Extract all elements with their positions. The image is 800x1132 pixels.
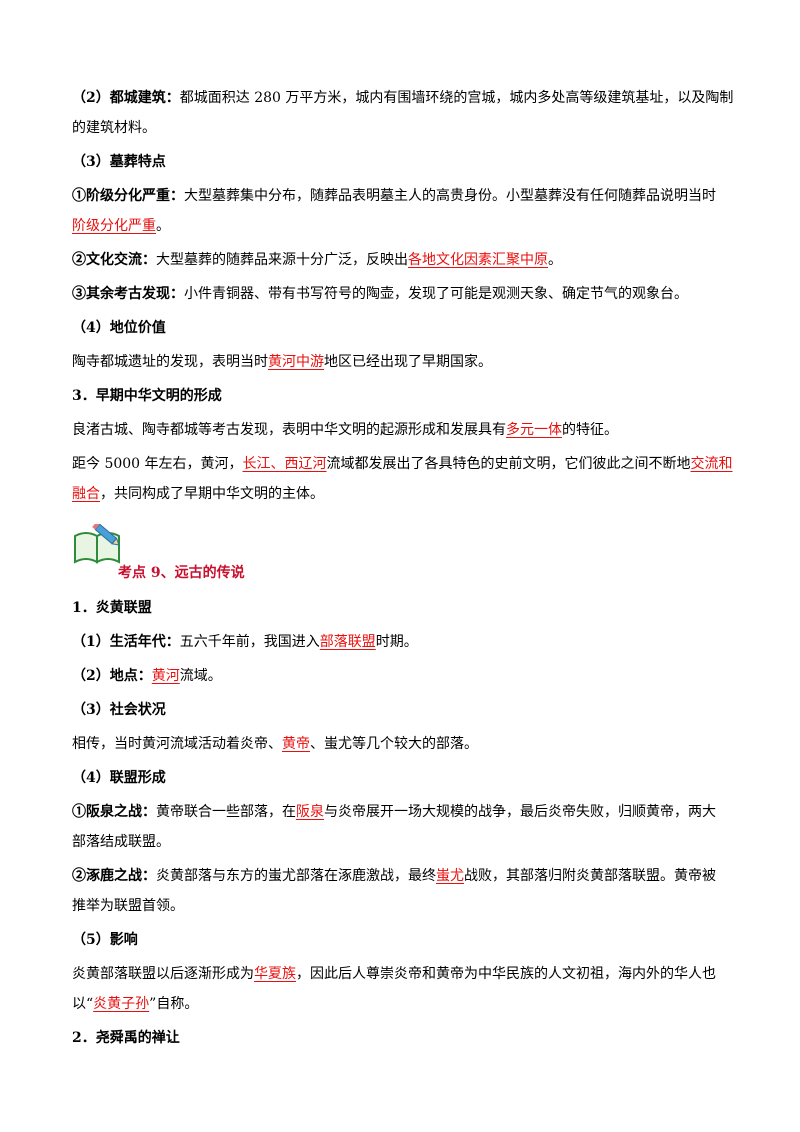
para-5000-years: 距今 5000 年左右，黄河，长江、西辽河流域都发展出了各具特色的史前文明，它们… bbox=[72, 454, 733, 474]
highlight-term: 交流和 bbox=[690, 456, 733, 472]
para-liangzhu: 良渚古城、陶寺都城等考古发现，表明中华文明的起源形成和发展具有多元一体的特征。 bbox=[72, 420, 732, 440]
para-zhuolu: ②涿鹿之战：炎黄部落与东方的蚩尤部落在涿鹿激战，最终蚩尤战败，其部落归附炎黄部落… bbox=[72, 866, 732, 886]
label: ①阶级分化严重： bbox=[72, 188, 184, 204]
text: 陶寺都城遗址的发现，表明当时 bbox=[72, 354, 268, 370]
text: 。 bbox=[156, 218, 170, 234]
text: ，共同构成了早期中华文明的主体。 bbox=[100, 486, 324, 502]
label: （2）地点： bbox=[72, 668, 152, 684]
kaodian-header: 考点 9、远古的传说 bbox=[72, 524, 732, 584]
para-continuation: 推举为联盟首领。 bbox=[72, 896, 732, 916]
heading-shanrang: 2．尧舜禹的禅让 bbox=[72, 1030, 180, 1046]
text: 部落结成联盟。 bbox=[72, 834, 170, 850]
text: 的特征。 bbox=[562, 422, 618, 438]
text: 大型墓葬的随葬品来源十分广泛，反映出 bbox=[156, 252, 408, 268]
text: 相传，当时黄河流域活动着炎帝、 bbox=[72, 736, 282, 752]
text: 流域都发展出了各具特色的史前文明，它们彼此之间不断地 bbox=[326, 456, 691, 472]
para-continuation: 阶级分化严重。 bbox=[72, 216, 732, 236]
label: ①阪泉之战： bbox=[72, 804, 156, 820]
highlight-term: 华夏族 bbox=[254, 966, 296, 982]
para-ducheng-jianzhu: （2）都城建筑：都城面积达 280 万平方米，城内有围墙环绕的宫城，城内多处高等… bbox=[72, 88, 734, 108]
text: 炎黄部落与东方的蚩尤部落在涿鹿激战，最终 bbox=[156, 868, 436, 884]
subheading-lianmeng-xingcheng: （4）联盟形成 bbox=[72, 770, 166, 786]
kaodian-title: 考点 9、远古的传说 bbox=[118, 565, 245, 581]
text: 小件青铜器、带有书写符号的陶壶，发现了可能是观测天象、确定节气的观象台。 bbox=[184, 286, 688, 302]
para-shenghuo-niandai: （1）生活年代：五六千年前，我国进入部落联盟时期。 bbox=[72, 632, 732, 652]
label: （2）都城建筑： bbox=[72, 90, 180, 106]
document-page: （2）都城建筑：都城面积达 280 万平方米，城内有围墙环绕的宫城，城内多处高等… bbox=[72, 88, 734, 1048]
text: 大型墓葬集中分布，随葬品表明墓主人的高贵身份。小型墓葬没有任何随葬品说明当时 bbox=[184, 188, 716, 204]
para-taosi: 陶寺都城遗址的发现，表明当时黄河中游地区已经出现了早期国家。 bbox=[72, 352, 732, 372]
text: 地区已经出现了早期国家。 bbox=[324, 354, 492, 370]
text: 、蚩尤等几个较大的部落。 bbox=[310, 736, 478, 752]
para-kaogu-faxian: ③其余考古发现：小件青铜器、带有书写符号的陶壶，发现了可能是观测天象、确定节气的… bbox=[72, 284, 732, 304]
para-continuation: 部落结成联盟。 bbox=[72, 832, 732, 852]
highlight-term: 黄帝 bbox=[282, 736, 310, 752]
heading-yanhuang-lianmeng: 1．炎黄联盟 bbox=[72, 600, 152, 616]
subheading-diwei-jiazhi: （4）地位价值 bbox=[72, 320, 166, 336]
heading-zaoqi-wenming: 3．早期中华文明的形成 bbox=[72, 388, 222, 404]
highlight-term: 部落联盟 bbox=[319, 634, 376, 650]
label: （1）生活年代： bbox=[72, 634, 180, 650]
text: 战败，其部落归附炎黄部落联盟。黄帝被 bbox=[464, 868, 716, 884]
highlight-term: 融合 bbox=[72, 486, 100, 502]
para-banquan: ①阪泉之战：黄帝联合一些部落，在阪泉与炎帝展开一场大规模的战争，最后炎帝失败，归… bbox=[72, 802, 732, 822]
label: ②文化交流： bbox=[72, 252, 156, 268]
text: 流域。 bbox=[179, 668, 222, 684]
text: 良渚古城、陶寺都城等考古发现，表明中华文明的起源形成和发展具有 bbox=[72, 422, 506, 438]
text: 。 bbox=[548, 252, 562, 268]
text: ，因此后人尊崇炎帝和黄帝为中华民族的人文初祖，海内外的华人也 bbox=[296, 966, 716, 982]
text: 炎黄部落联盟以后逐渐形成为 bbox=[72, 966, 254, 982]
book-pencil-icon bbox=[74, 524, 120, 564]
highlight-term: 各地文化因素汇聚中原 bbox=[408, 252, 548, 268]
text: 以“ bbox=[72, 996, 94, 1012]
text: 五六千年前，我国进入 bbox=[179, 634, 320, 650]
para-jieji-fenhua: ①阶级分化严重：大型墓葬集中分布，随葬品表明墓主人的高贵身份。小型墓葬没有任何随… bbox=[72, 186, 732, 206]
highlight-term: 长江、西辽河 bbox=[242, 456, 327, 472]
text: 推举为联盟首领。 bbox=[72, 898, 184, 914]
label: ③其余考古发现： bbox=[72, 286, 184, 302]
highlight-term: 多元一体 bbox=[506, 422, 562, 438]
highlight-term: 黄河 bbox=[151, 668, 180, 684]
highlight-term: 阪泉 bbox=[296, 804, 324, 820]
text: 与炎帝展开一场大规模的战争，最后炎帝失败，归顺黄帝，两大 bbox=[324, 804, 716, 820]
para-continuation: 融合，共同构成了早期中华文明的主体。 bbox=[72, 484, 732, 504]
subheading-muzang: （3）墓葬特点 bbox=[72, 154, 166, 170]
text: 都城面积达 280 万平方米，城内有围墙环绕的宫城，城内多处高等级建筑基址，以及… bbox=[179, 90, 734, 106]
text: 黄帝联合一些部落，在 bbox=[156, 804, 296, 820]
para-continuation: 的建筑材料。 bbox=[72, 118, 732, 138]
text: 的建筑材料。 bbox=[72, 120, 156, 136]
subheading-yingxiang: （5）影响 bbox=[72, 932, 138, 948]
text: 距今 5000 年左右，黄河， bbox=[72, 456, 243, 472]
text: ”自称。 bbox=[149, 996, 199, 1012]
para-buluo: 相传，当时黄河流域活动着炎帝、黄帝、蚩尤等几个较大的部落。 bbox=[72, 734, 732, 754]
label: ②涿鹿之战： bbox=[72, 868, 156, 884]
para-wenhua-jiaoliu: ②文化交流：大型墓葬的随葬品来源十分广泛，反映出各地文化因素汇聚中原。 bbox=[72, 250, 732, 270]
subheading-shehui-zhuangkuang: （3）社会状况 bbox=[72, 702, 166, 718]
highlight-term: 炎黄子孙 bbox=[93, 996, 150, 1012]
highlight-term: 黄河中游 bbox=[268, 354, 324, 370]
para-didian: （2）地点：黄河流域。 bbox=[72, 666, 732, 686]
text: 时期。 bbox=[375, 634, 418, 650]
para-continuation: 以“炎黄子孙”自称。 bbox=[72, 994, 732, 1014]
para-huaxia: 炎黄部落联盟以后逐渐形成为华夏族，因此后人尊崇炎帝和黄帝为中华民族的人文初祖，海… bbox=[72, 964, 732, 984]
highlight-term: 蚩尤 bbox=[436, 868, 464, 884]
highlight-term: 阶级分化严重 bbox=[72, 218, 156, 234]
